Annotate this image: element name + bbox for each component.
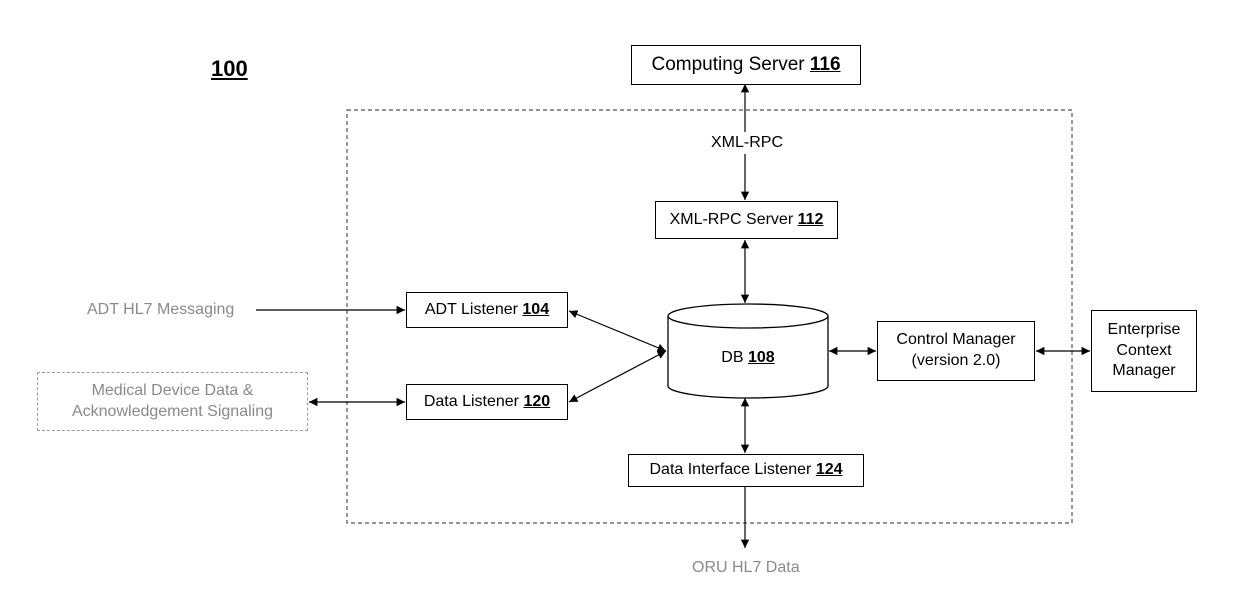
data-listener-ref: 120 (523, 392, 550, 413)
oru-data-label: ORU HL7 Data (692, 559, 800, 577)
enterprise-line-1: Enterprise (1108, 320, 1181, 341)
adt-listener-label: ADT Listener (425, 300, 518, 321)
medical-device-line-1: Medical Device Data & (92, 381, 254, 402)
xml-rpc-server-ref: 112 (798, 210, 824, 231)
data-interface-listener-box: Data Interface Listener 124 (628, 454, 864, 487)
adt-listener-ref: 104 (522, 300, 549, 321)
medical-device-data-box: Medical Device Data & Acknowledgement Si… (37, 372, 308, 431)
enterprise-line-2: Context (1116, 341, 1171, 362)
data-interface-listener-label: Data Interface Listener (649, 460, 811, 481)
database-name: DB (721, 349, 743, 367)
data-listener-label: Data Listener (424, 392, 519, 413)
connector-data-db (569, 351, 666, 402)
adt-listener-box: ADT Listener 104 (406, 292, 568, 328)
control-manager-title: Control Manager (896, 330, 1015, 351)
enterprise-context-manager-box: Enterprise Context Manager (1091, 310, 1197, 392)
medical-device-line-2: Acknowledgement Signaling (72, 402, 273, 423)
database-label: DB 108 (668, 340, 828, 376)
adt-messaging-label: ADT HL7 Messaging (87, 301, 234, 319)
computing-server-ref: 116 (810, 53, 841, 78)
data-listener-box: Data Listener 120 (406, 384, 568, 420)
computing-server-label: Computing Server (651, 53, 804, 78)
database-ref: 108 (748, 349, 775, 367)
enterprise-line-3: Manager (1112, 361, 1175, 382)
control-manager-version: (version 2.0) (912, 351, 1001, 372)
xml-rpc-server-label: XML-RPC Server (670, 210, 794, 231)
xml-rpc-label: XML-RPC (711, 134, 783, 152)
control-manager-box: Control Manager (version 2.0) (877, 321, 1035, 381)
computing-server-box: Computing Server 116 (631, 45, 861, 85)
xml-rpc-server-box: XML-RPC Server 112 (655, 201, 838, 239)
figure-number: 100 (211, 56, 248, 82)
connector-adt-db (569, 311, 666, 351)
data-interface-listener-ref: 124 (816, 460, 843, 481)
